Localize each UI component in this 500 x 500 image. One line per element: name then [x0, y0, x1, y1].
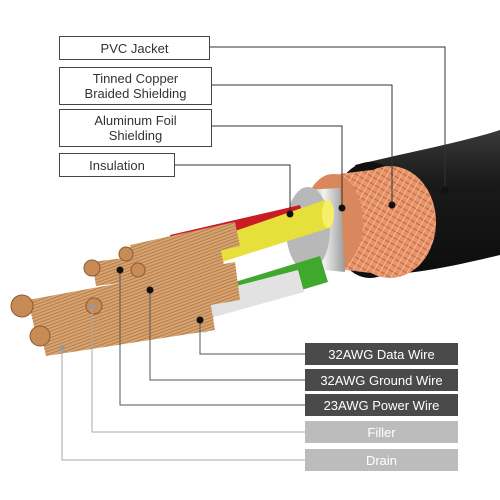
- label-pvc-jacket: PVC Jacket: [59, 36, 210, 60]
- label-aluminum-foil-shielding: Aluminum Foil Shielding: [59, 109, 212, 147]
- bottom-leader-lines: [61, 270, 305, 461]
- yellow-wire: [215, 200, 334, 262]
- top-leader-lines: [175, 46, 446, 214]
- top-leader-dots: [286, 186, 449, 218]
- copper-strands: [10, 222, 240, 356]
- spec-filler: Filler: [305, 421, 458, 443]
- spec-23awg-power-wire: 23AWG Power Wire: [305, 394, 458, 416]
- bottom-leader-dots: [59, 266, 204, 351]
- spec-32awg-data-wire: 32AWG Data Wire: [305, 343, 458, 365]
- label-tinned-copper-braided-shielding: Tinned Copper Braided Shielding: [59, 67, 212, 105]
- braided-shielding: [303, 166, 436, 278]
- spec-drain: Drain: [305, 449, 458, 471]
- spec-32awg-ground-wire: 32AWG Ground Wire: [305, 369, 458, 391]
- label-insulation: Insulation: [59, 153, 175, 177]
